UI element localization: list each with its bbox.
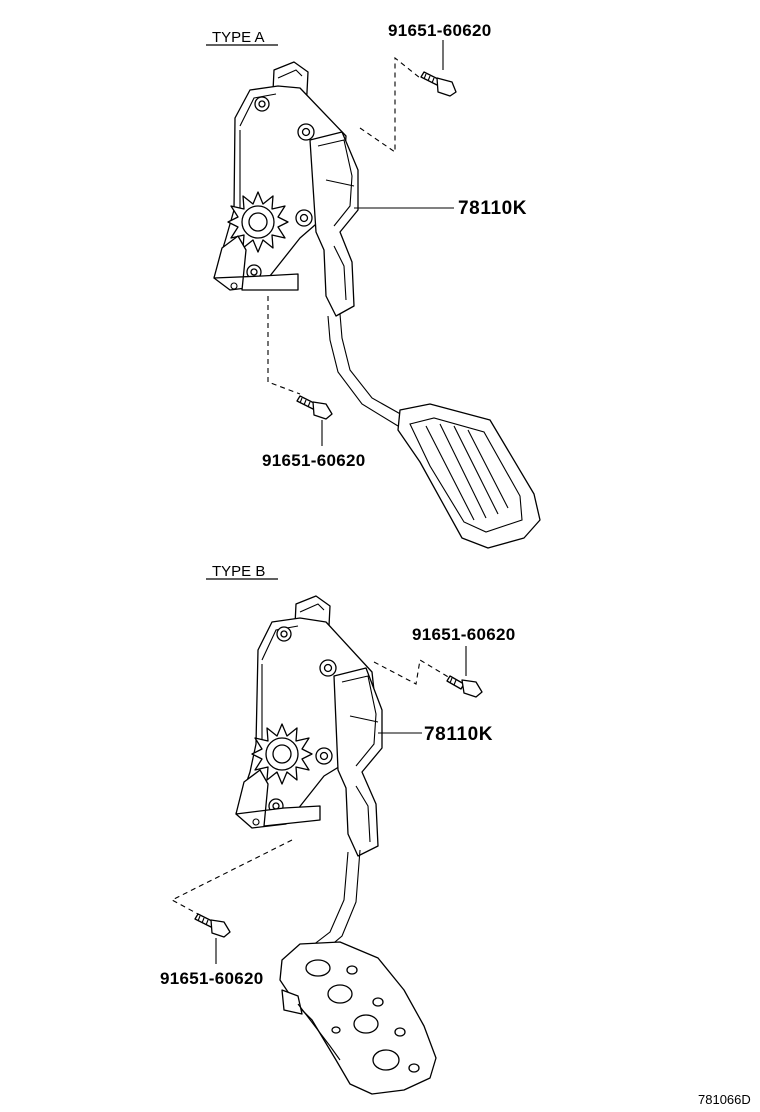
type-a-bottom-bolt-label[interactable]: 91651-60620 [262, 451, 366, 470]
type-a-title: TYPE A [212, 29, 265, 46]
type-b-bottom-bolt-hole-line [170, 839, 293, 915]
type-a-pedal-label[interactable]: 78110K [458, 198, 527, 219]
illustration-code: 781066D [698, 1092, 751, 1107]
type-a-top-bolt-label[interactable]: 91651-60620 [388, 21, 492, 40]
type-a-section: TYPE A [206, 21, 541, 549]
type-b-top-bolt-icon[interactable] [446, 675, 483, 698]
type-b-top-bolt-label[interactable]: 91651-60620 [412, 625, 516, 644]
type-a-top-bolt-hole-line [359, 56, 421, 154]
type-b-pedal-label[interactable]: 78110K [424, 724, 493, 745]
type-a-accelerator-pedal-icon[interactable] [213, 61, 541, 549]
type-a-top-bolt-icon[interactable] [420, 71, 457, 97]
type-b-top-bolt-hole-line [373, 659, 451, 685]
type-b-accelerator-pedal-icon[interactable] [235, 595, 437, 1095]
type-b-bottom-bolt-label[interactable]: 91651-60620 [160, 969, 264, 988]
type-a-bottom-bolt-hole-line [267, 296, 301, 395]
type-b-section: TYPE B [160, 563, 516, 1095]
type-b-title: TYPE B [212, 563, 265, 580]
type-b-bottom-bolt-icon[interactable] [194, 913, 231, 938]
type-a-bottom-bolt-icon[interactable] [296, 395, 333, 420]
